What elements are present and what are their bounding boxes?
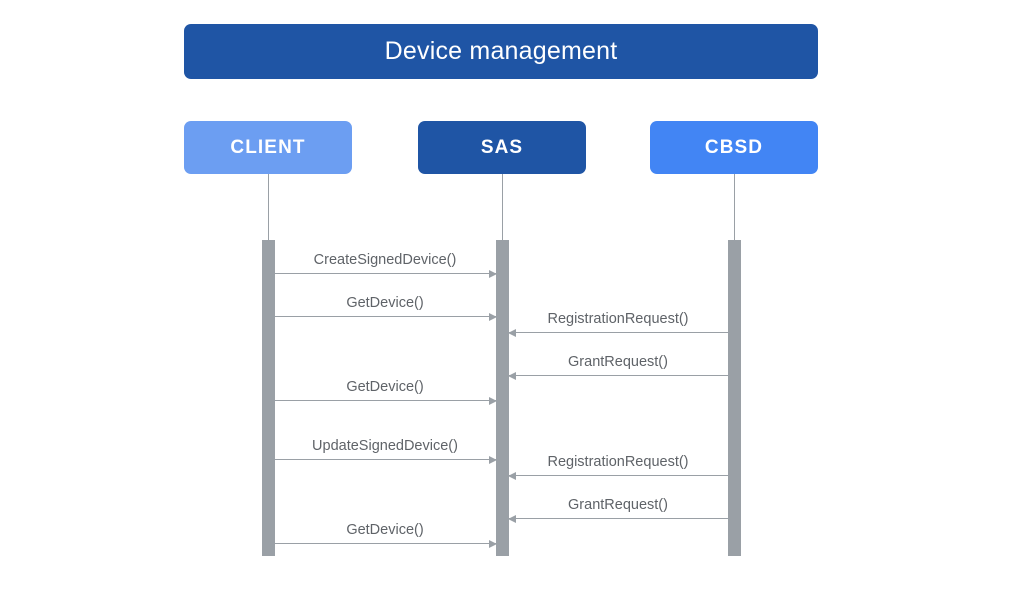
message-line [274,455,497,464]
activation-bar-sas [495,240,509,556]
message-label: GetDevice() [346,294,424,311]
diagram-title: Device management [184,24,818,79]
message-label: GrantRequest() [568,353,668,370]
arrowhead-left-icon [507,371,516,380]
activation-bar-client [261,240,275,556]
lifeline-client [268,174,269,240]
participant-client[interactable]: CLIENT [184,121,352,174]
message-label: RegistrationRequest() [547,310,689,327]
message-line [507,471,728,480]
lifeline-sas [502,174,503,240]
arrowhead-left-icon [507,328,516,337]
message-line [507,371,728,380]
message-line [274,396,497,405]
message-line [274,312,497,321]
message-label: GetDevice() [346,521,424,538]
arrowhead-right-icon [488,455,497,464]
message-label: UpdateSignedDevice() [312,437,458,454]
participant-cbsd[interactable]: CBSD [650,121,818,174]
message-line [507,514,728,523]
arrowhead-right-icon [488,539,497,548]
message-label: GetDevice() [346,378,424,395]
message-label: GrantRequest() [568,496,668,513]
message-line [274,539,497,548]
message-label: CreateSignedDevice() [313,251,457,268]
arrowhead-right-icon [488,269,497,278]
message-label: RegistrationRequest() [547,453,689,470]
message-line [274,269,497,278]
message-line [507,328,728,337]
participant-label: CBSD [704,136,764,158]
arrowhead-right-icon [488,312,497,321]
activation-bar-cbsd [727,240,741,556]
lifeline-cbsd [734,174,735,240]
participant-label: SAS [480,136,524,158]
participant-label: CLIENT [230,136,306,158]
arrowhead-left-icon [507,471,516,480]
arrowhead-right-icon [488,396,497,405]
arrowhead-left-icon [507,514,516,523]
participant-sas[interactable]: SAS [418,121,586,174]
